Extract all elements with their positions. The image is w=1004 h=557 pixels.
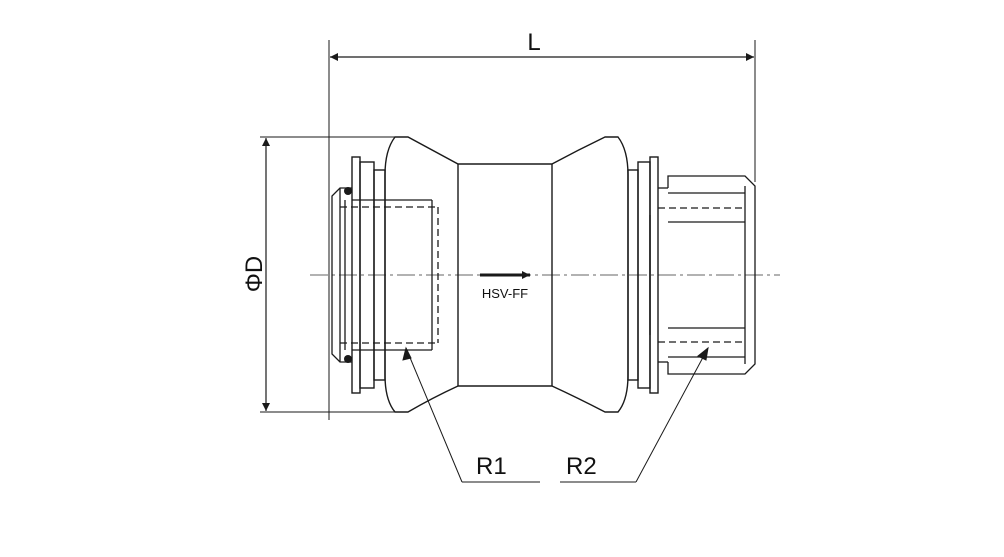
label-model: HSV-FF <box>482 286 528 301</box>
leader-r2 <box>560 346 709 483</box>
left-flange <box>351 156 386 394</box>
label-diameter: ΦD <box>241 256 268 292</box>
valve-body <box>384 136 629 413</box>
label-length: L <box>527 29 540 56</box>
dimension-diameter: ΦD <box>241 136 395 413</box>
o-ring-dots <box>344 187 352 363</box>
leader-r1 <box>402 346 540 483</box>
left-spigot <box>331 187 439 363</box>
right-hex-nut <box>649 175 756 375</box>
label-r1: R1 <box>476 453 507 480</box>
label-r2: R2 <box>566 453 597 480</box>
dimension-length: L <box>328 29 756 420</box>
